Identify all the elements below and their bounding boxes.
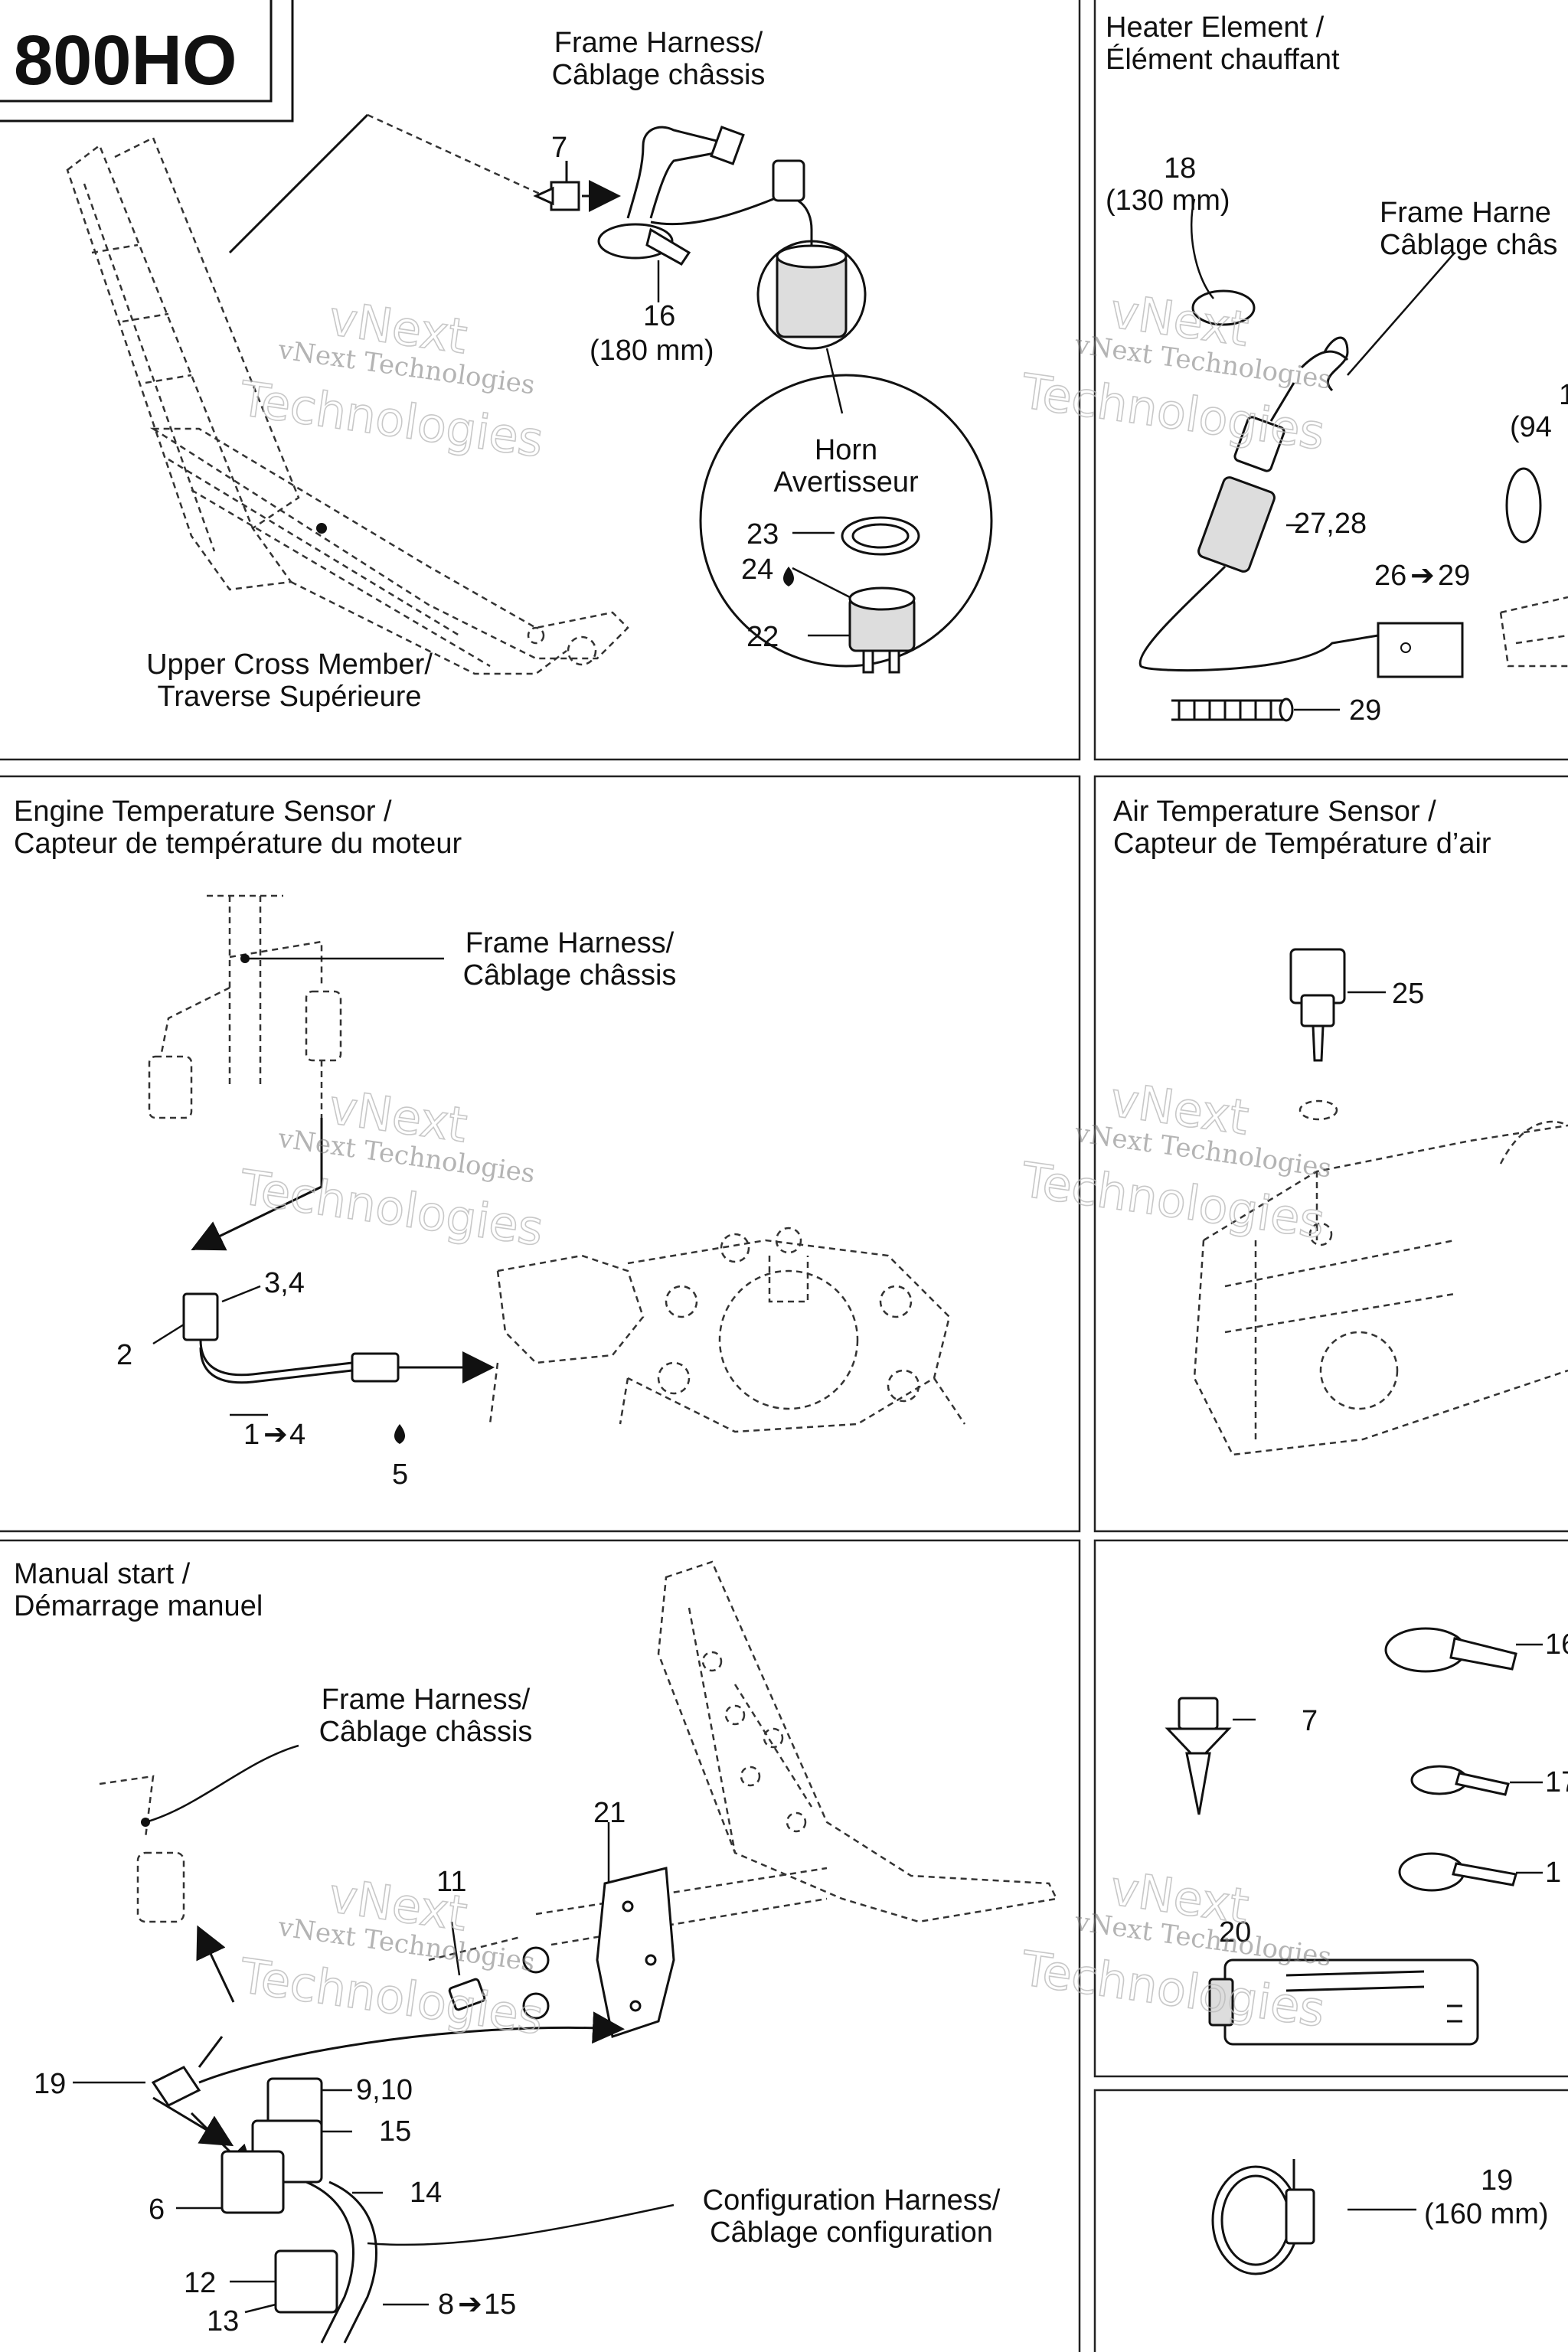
svg-text:Heater Element /Élément chauff: Heater Element /Élément chauffant bbox=[1106, 11, 1340, 76]
panel-horn: Frame Harness/Câblage châssis Upper Cros… bbox=[66, 27, 993, 713]
panel-clamp: 19 (160 mm) bbox=[1211, 2159, 1549, 2275]
heater-callout-27-28: 27,28 bbox=[1294, 508, 1367, 540]
heater-callout-94: (94 bbox=[1510, 411, 1552, 443]
engine-callout-1: 1 bbox=[243, 1419, 260, 1451]
engine-temp-frame-harness-en: Frame Harness/ bbox=[466, 927, 675, 959]
svg-text:Configuration Harness/Câblage: Configuration Harness/Câblage configurat… bbox=[703, 2184, 1001, 2249]
horn-label-fr: Avertisseur bbox=[773, 466, 919, 498]
svg-text:➔: ➔ bbox=[263, 1419, 288, 1451]
hardware-callout-17: 17 bbox=[1545, 1766, 1568, 1798]
callout-22: 22 bbox=[746, 621, 779, 653]
model-badge: 800HO bbox=[0, 0, 294, 122]
svg-text:Frame Harness/Câblage châssis: Frame Harness/Câblage châssis bbox=[319, 1684, 533, 1748]
heater-callout-1: 1 bbox=[1559, 379, 1568, 411]
manual-callout-15: 15 bbox=[379, 2115, 411, 2148]
manual-start-title-en: Manual start / bbox=[14, 1558, 191, 1590]
manual-callout-9-10: 9,10 bbox=[356, 2074, 413, 2106]
air-temp-title-fr: Capteur de Température d’air bbox=[1113, 828, 1491, 860]
air-temp-title-en: Air Temperature Sensor / bbox=[1113, 795, 1436, 828]
heater-frame-harness-en: Frame Harne bbox=[1380, 197, 1551, 229]
clamp-callout-19-size: (160 mm) bbox=[1424, 2198, 1549, 2230]
manual-callout-13: 13 bbox=[207, 2305, 239, 2337]
heater-callout-29b: 29 bbox=[1349, 694, 1381, 727]
manual-start-title-fr: Démarrage manuel bbox=[14, 1590, 263, 1622]
watermarks: vNext vNext Technologies Technologies vN… bbox=[236, 282, 1334, 2046]
manual-frame-harness-en: Frame Harness/ bbox=[322, 1684, 531, 1716]
manual-callout-19: 19 bbox=[34, 2068, 66, 2100]
upper-cross-member-label-en: Upper Cross Member/ bbox=[146, 648, 433, 681]
manual-callout-11: 11 bbox=[436, 1866, 466, 1898]
horn-frame-harness-label-en: Frame Harness/ bbox=[554, 27, 763, 59]
horn-frame-harness-label-fr: Câblage châssis bbox=[552, 59, 766, 91]
manual-callout-12: 12 bbox=[184, 2267, 216, 2299]
callout-23: 23 bbox=[746, 518, 779, 550]
manual-callout-14: 14 bbox=[410, 2177, 442, 2209]
panel-manual-start: Manual start /Démarrage manuel Frame Har… bbox=[14, 1558, 1058, 2344]
engine-callout-3-4: 3,4 bbox=[264, 1267, 305, 1299]
hardware-callout-7: 7 bbox=[1302, 1705, 1318, 1737]
svg-text:Engine Temperature Sensor /Cap: Engine Temperature Sensor /Capteur de te… bbox=[14, 795, 462, 860]
engine-temp-drawing bbox=[148, 894, 966, 1444]
svg-text:Frame Harness/Câblage châssis: Frame Harness/Câblage châssis bbox=[552, 27, 766, 91]
callout-16-size: (180 mm) bbox=[590, 335, 714, 367]
svg-text:Manual start /Démarrage manuel: Manual start /Démarrage manuel bbox=[14, 1558, 263, 1622]
panel-heater: Heater Element /Élément chauffant Frame … bbox=[1106, 11, 1568, 727]
heater-callout-18: 18 bbox=[1164, 152, 1196, 185]
heater-title-fr: Élément chauffant bbox=[1106, 43, 1340, 76]
heater-wire-drawing bbox=[1138, 198, 1568, 722]
callout-24: 24 bbox=[741, 554, 773, 586]
engine-temp-title-fr: Capteur de température du moteur bbox=[14, 828, 462, 860]
callout-7: 7 bbox=[551, 132, 567, 164]
screw-7-drawing bbox=[533, 180, 621, 212]
hardware-callout-20: 20 bbox=[1219, 1916, 1251, 1949]
engine-temp-title-en: Engine Temperature Sensor / bbox=[14, 795, 392, 828]
heater-callout-29: 29 bbox=[1438, 560, 1470, 592]
horn-detail-circle bbox=[699, 374, 993, 674]
horn-label-en: Horn bbox=[815, 434, 877, 466]
svg-text:Upper Cross Member/Traverse Su: Upper Cross Member/Traverse Supérieure bbox=[146, 648, 433, 713]
manual-callout-15b: 15 bbox=[484, 2288, 516, 2321]
hardware-callout-1: 1 bbox=[1545, 1857, 1561, 1889]
svg-text:➔: ➔ bbox=[458, 2288, 482, 2321]
manual-start-drawing bbox=[73, 1560, 1058, 2344]
air-callout-25: 25 bbox=[1392, 978, 1424, 1010]
manual-frame-harness-fr: Câblage châssis bbox=[319, 1716, 533, 1748]
heater-callout-18-size: (130 mm) bbox=[1106, 185, 1230, 217]
horn-harness-drawing bbox=[533, 126, 867, 414]
config-harness-en: Configuration Harness/ bbox=[703, 2184, 1001, 2216]
manual-callout-6: 6 bbox=[149, 2194, 165, 2226]
svg-text:➔: ➔ bbox=[1410, 560, 1435, 592]
air-temp-drawing bbox=[1193, 948, 1568, 1456]
engine-temp-frame-harness-fr: Câblage châssis bbox=[463, 959, 677, 991]
heater-callout-26: 26 bbox=[1374, 560, 1406, 592]
clamp-drawing bbox=[1211, 2159, 1416, 2275]
model-badge-text: 800HO bbox=[14, 21, 237, 100]
config-harness-fr: Câblage configuration bbox=[710, 2216, 993, 2249]
panel-engine-temp: Engine Temperature Sensor /Capteur de te… bbox=[14, 795, 966, 1491]
hardware-drawing bbox=[1165, 1627, 1543, 2046]
callout-16: 16 bbox=[643, 300, 675, 332]
manual-callout-8: 8 bbox=[438, 2288, 454, 2321]
panel-air-temp: Air Temperature Sensor /Capteur de Tempé… bbox=[1113, 795, 1568, 1456]
heater-title-en: Heater Element / bbox=[1106, 11, 1325, 44]
heater-frame-harness-fr: Câblage châs bbox=[1380, 229, 1557, 261]
manual-callout-21: 21 bbox=[593, 1797, 626, 1829]
panel-hardware: 16 7 17 1 20 bbox=[1165, 1627, 1568, 2046]
engine-callout-2: 2 bbox=[116, 1339, 132, 1371]
clamp-callout-19: 19 bbox=[1481, 2164, 1513, 2197]
engine-callout-5: 5 bbox=[392, 1459, 408, 1491]
engine-callout-4: 4 bbox=[289, 1419, 305, 1451]
svg-text:Air Temperature Sensor /Capteu: Air Temperature Sensor /Capteur de Tempé… bbox=[1113, 795, 1491, 860]
upper-cross-member-label-fr: Traverse Supérieure bbox=[158, 681, 422, 713]
svg-text:Frame Harness/Câblage châssis: Frame Harness/Câblage châssis bbox=[463, 927, 677, 991]
hardware-callout-16: 16 bbox=[1545, 1628, 1568, 1661]
frame-tube-drawing bbox=[66, 113, 629, 675]
